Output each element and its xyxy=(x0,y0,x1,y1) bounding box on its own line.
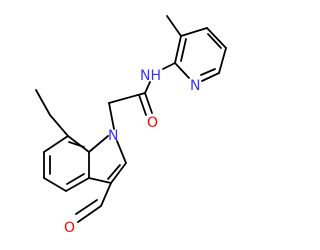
bond-co-nh xyxy=(144,81,151,94)
bond-ethyl-ch3 xyxy=(35,89,51,116)
bond-c4-c3a-double xyxy=(66,173,85,185)
bond-c6py-npy-double xyxy=(200,68,216,76)
indole-n-label: N xyxy=(108,128,118,144)
bond-ethyl-ch2 xyxy=(49,114,69,137)
molecule-diagram: NH N N O O xyxy=(35,15,227,236)
bond-nh-c2py xyxy=(162,62,176,70)
bond-c6py-npy xyxy=(201,72,220,82)
bond-cho-o xyxy=(77,205,102,223)
bond-c7a-n1 xyxy=(88,135,109,153)
bond-n1-ch2 xyxy=(108,102,115,130)
bond-c2-c3-double xyxy=(107,164,121,180)
bond-c4py-c5py xyxy=(206,27,227,49)
bond-c3py-c4py xyxy=(180,27,208,37)
bond-c5-c4 xyxy=(43,177,67,192)
bond-co-o-double xyxy=(138,94,147,116)
amide-nh-label: NH xyxy=(140,68,161,84)
bond-c7-c6 xyxy=(43,135,69,153)
bond-npy-c2py xyxy=(174,62,190,79)
bonds xyxy=(35,15,227,223)
aldehyde-o-label: O xyxy=(64,220,75,236)
bond-c5py-c6py xyxy=(218,47,227,74)
bond-n1-c2 xyxy=(116,140,127,164)
bond-c7a-c7-double xyxy=(68,141,85,148)
bond-c4-c3a xyxy=(65,177,90,192)
structure-canvas: NH N N O O xyxy=(35,15,227,236)
bond-c4py-c5py-double xyxy=(207,33,222,49)
pyridine-n-label: N xyxy=(190,78,200,94)
bond-c2-c3 xyxy=(110,162,127,184)
amide-o-label: O xyxy=(147,115,158,131)
atom-labels: NH N N O O xyxy=(64,68,200,236)
bond-c7a-c7 xyxy=(67,135,90,153)
bond-c2py-c3py xyxy=(174,35,182,64)
bond-c3-cho xyxy=(100,182,112,207)
bond-cho-o-double xyxy=(75,199,98,215)
bond-c3py-methyl xyxy=(166,15,182,37)
bond-c2py-c3py-double xyxy=(180,38,187,62)
bond-co-o xyxy=(144,92,153,114)
bond-c3-c3a xyxy=(88,177,112,184)
